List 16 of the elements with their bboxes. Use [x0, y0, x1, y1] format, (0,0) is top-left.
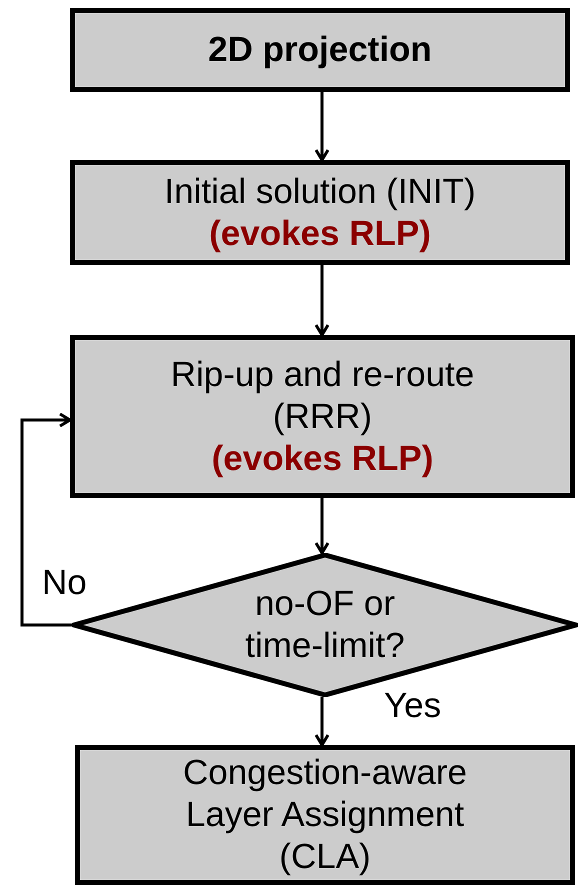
node-label: no-OF or time-limit?	[244, 583, 406, 667]
node-label: Initial solution (INIT)	[164, 170, 476, 212]
arrow	[314, 498, 330, 554]
node-label: Congestion-aware Layer Assignment (CLA)	[182, 752, 468, 878]
process-box	[70, 335, 575, 498]
node-note: (evokes RLP)	[212, 438, 434, 480]
process-box	[75, 745, 575, 885]
arrow	[314, 92, 330, 162]
node-note: (evokes RLP)	[209, 212, 431, 254]
arrow	[314, 265, 330, 336]
process-box	[70, 160, 570, 265]
node-label: Rip-up and re-route (RRR)	[170, 354, 476, 438]
arrow	[20, 412, 72, 626]
process-box	[70, 8, 570, 92]
node-label: 2D projection	[208, 29, 432, 71]
arrow	[314, 697, 330, 746]
